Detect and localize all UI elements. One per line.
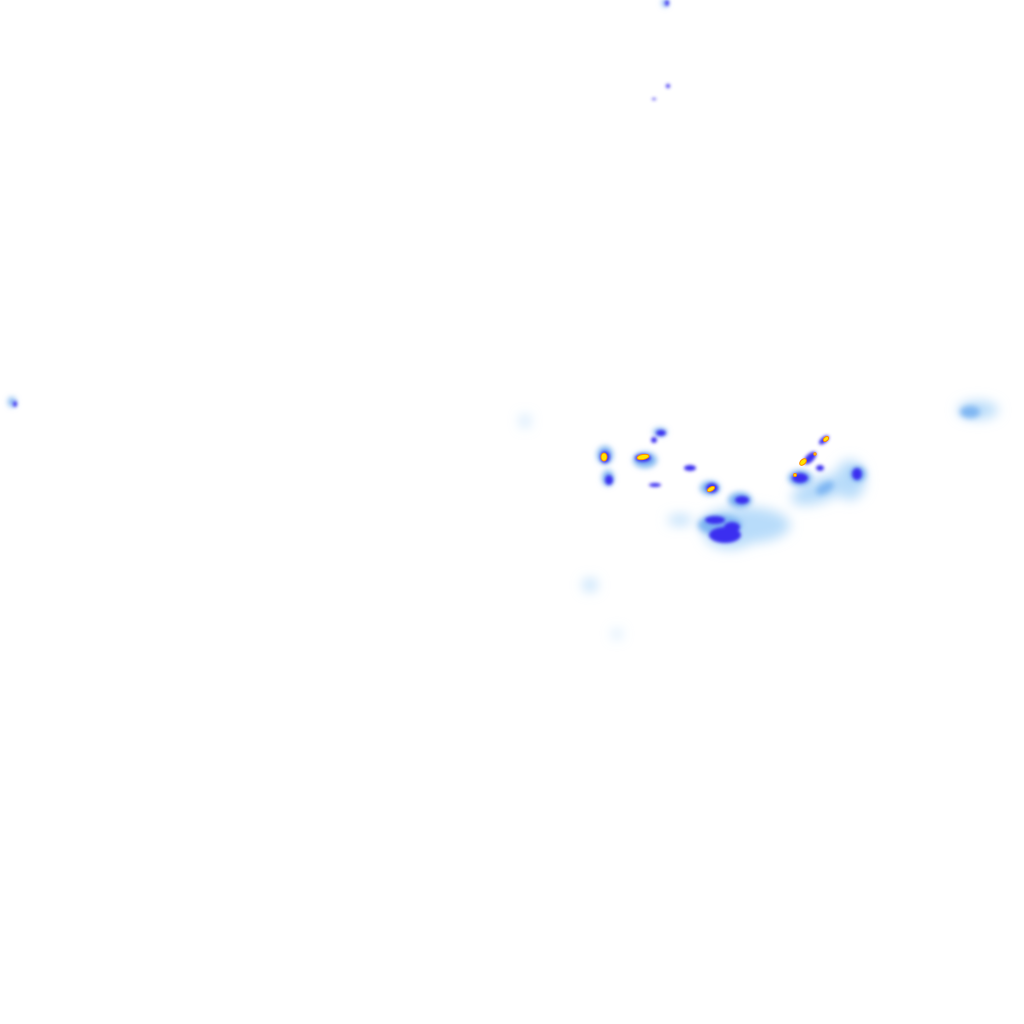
storm-core (706, 485, 716, 493)
heavy-precip-cell (13, 401, 17, 407)
light-precip-cell (613, 630, 621, 638)
heavy-precip-cell (705, 516, 725, 524)
light-precip-cell (668, 515, 692, 525)
heavy-precip-cell (816, 465, 824, 471)
storm-core (636, 453, 650, 461)
heavy-precip-cell (656, 430, 666, 436)
storm-core (793, 473, 797, 477)
heavy-precip-cell (724, 522, 740, 532)
heavy-precip-cell (649, 483, 661, 487)
light-precip-cell (521, 415, 529, 427)
storm-core (600, 452, 608, 462)
heavy-precip-cell (852, 468, 862, 480)
heavy-precip-cell (666, 84, 670, 88)
heavy-precip-cell (605, 475, 613, 485)
storm-core (822, 436, 830, 442)
light-precip-cell (583, 579, 597, 591)
heavy-precip-cell (735, 496, 749, 504)
moderate-precip-cell (815, 481, 835, 495)
moderate-precip-layer (8, 0, 980, 535)
storm-core (799, 458, 807, 466)
storm-core-layer (600, 436, 830, 493)
moderate-precip-cell (960, 406, 980, 418)
heavy-precip-cell (651, 437, 657, 443)
heavy-precip-cell (652, 98, 656, 100)
heavy-precip-cell (684, 465, 696, 471)
heavy-precip-cell (665, 0, 669, 6)
light-precip-layer (521, 401, 998, 638)
storm-core (813, 452, 817, 456)
heavy-precip-layer (13, 0, 862, 543)
